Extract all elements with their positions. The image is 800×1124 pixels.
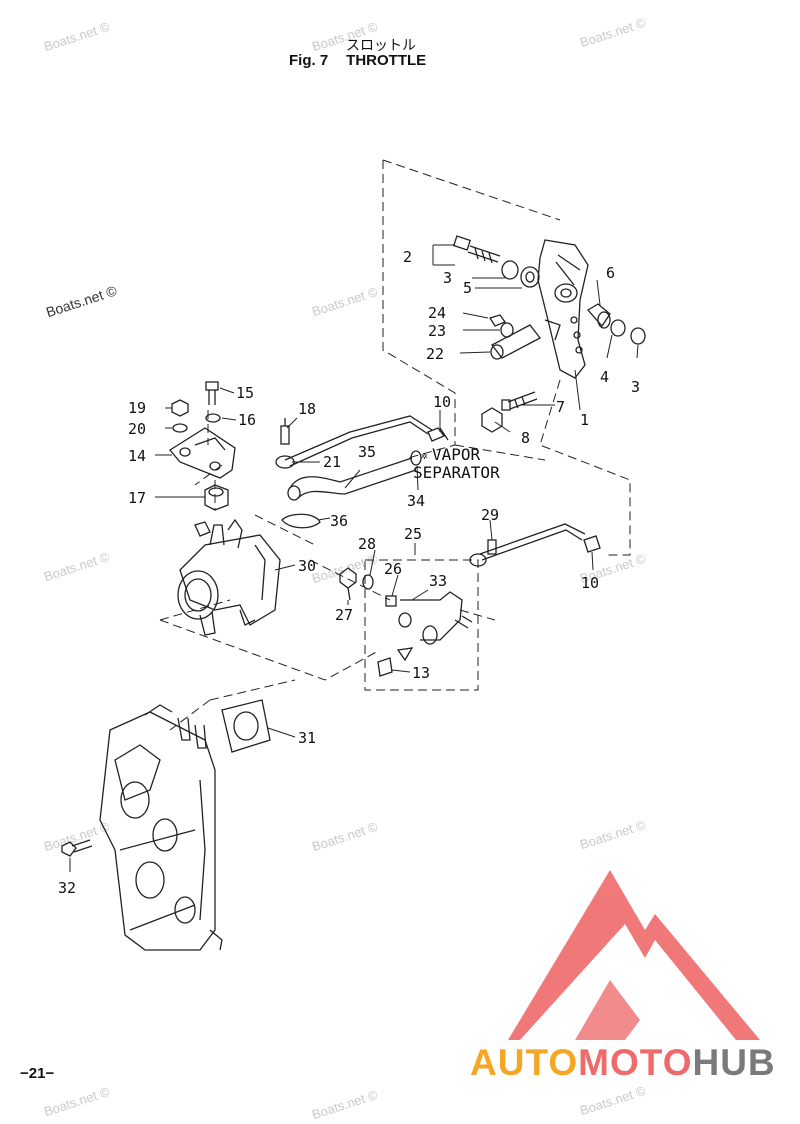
- ball-joint-part-21: [275, 455, 295, 469]
- callout-27: 27: [335, 606, 353, 624]
- callout-35: 35: [358, 443, 376, 461]
- callout-4: 4: [600, 368, 609, 386]
- clip-part-24: [488, 314, 507, 327]
- clamp-part-36: [281, 513, 321, 529]
- bolt-part-15: [205, 381, 219, 405]
- link-assembly-part-25: [377, 591, 473, 677]
- callout-14: 14: [128, 447, 146, 465]
- vapor-label: VAPOR: [432, 445, 481, 464]
- callout-34: 34: [407, 492, 425, 510]
- callout-32: 32: [58, 879, 76, 897]
- brand-moto: MOTO: [578, 1042, 693, 1083]
- figure-number: Fig. 7: [289, 52, 329, 69]
- callout-18: 18: [298, 400, 316, 418]
- clip-part-10b: [583, 535, 601, 553]
- automotohub-logo-icon: [508, 870, 760, 1040]
- callout-2: 2: [403, 248, 412, 266]
- title-japanese: スロットル: [346, 38, 416, 54]
- callout-29: 29: [481, 506, 499, 524]
- gasket-part-31: [221, 699, 271, 753]
- page-number: −21−: [20, 1065, 55, 1082]
- callout-22: 22: [426, 345, 444, 363]
- callout-17: 17: [128, 489, 146, 507]
- clamp-part-34: [410, 450, 422, 466]
- callout-25: 25: [404, 525, 422, 543]
- callout-5: 5: [463, 279, 472, 297]
- figure-title: Fig. 7 THROTTLE: [289, 52, 426, 69]
- rod-part-18: [280, 415, 433, 467]
- callout-23: 23: [428, 322, 446, 340]
- hose-part-35: [287, 457, 417, 501]
- shaft-part-22: [490, 324, 541, 360]
- callout-10: 10: [581, 574, 599, 592]
- washer-part-4: [610, 319, 626, 337]
- washer-part-5: [520, 266, 540, 288]
- rod-part-29: [469, 523, 586, 567]
- callout-21: 21: [323, 453, 341, 471]
- callout-36: 36: [330, 512, 348, 530]
- nut-part-19: [171, 399, 189, 417]
- callout-7: 7: [556, 398, 565, 416]
- bolt-part-7: [501, 391, 538, 411]
- collar-part-6: [586, 303, 611, 329]
- nut-part-8: [481, 407, 503, 433]
- callout-30: 30: [298, 557, 316, 575]
- intake-manifold: [99, 704, 223, 951]
- washer-part-28: [362, 574, 374, 590]
- washer-part-16: [205, 413, 221, 423]
- leader-lines: [69, 244, 639, 872]
- callout-10: 10: [433, 393, 451, 411]
- callout-19: 19: [128, 399, 146, 417]
- brand-hub: HUB: [692, 1042, 776, 1083]
- vapor-arrow-icon: ✲: [421, 449, 428, 462]
- callout-13: 13: [412, 664, 430, 682]
- callout-26: 26: [384, 560, 402, 578]
- washer-part-3b: [630, 327, 646, 345]
- part-26: [385, 595, 397, 607]
- separator-label: SEPARATOR: [413, 463, 500, 482]
- bolt-part-27: [339, 567, 357, 601]
- throttle-lever-part-1: [537, 239, 589, 379]
- bolt-part-2: [452, 235, 501, 264]
- washer-part-3: [501, 260, 519, 280]
- callout-3: 3: [631, 378, 640, 396]
- brand-auto: AUTO: [470, 1042, 579, 1083]
- bolt-part-32: [61, 839, 93, 857]
- part-13: [377, 657, 393, 677]
- callout-24: 24: [428, 304, 446, 322]
- throttle-body-part-30: [177, 518, 281, 636]
- callout-1: 1: [580, 411, 589, 429]
- callout-3: 3: [443, 269, 452, 287]
- callout-31: 31: [298, 729, 316, 747]
- bracket-part-14: [169, 427, 236, 479]
- collar-part-17: [204, 484, 229, 511]
- sub-assembly-box-25: [364, 559, 479, 691]
- callout-28: 28: [358, 535, 376, 553]
- callout-numbers: 1 2 3 3 4 5 6 7 8 10 10 13 14 15 16 17 1…: [58, 248, 640, 897]
- callout-33: 33: [429, 572, 447, 590]
- clip-part-10: [427, 427, 449, 442]
- callout-15: 15: [236, 384, 254, 402]
- callout-6: 6: [606, 264, 615, 282]
- callout-20: 20: [128, 420, 146, 438]
- callout-16: 16: [238, 411, 256, 429]
- washer-part-20: [172, 423, 188, 433]
- callout-8: 8: [521, 429, 530, 447]
- figure-name: THROTTLE: [346, 52, 427, 69]
- brand-wordmark: AUTOMOTOHUB: [470, 1042, 776, 1084]
